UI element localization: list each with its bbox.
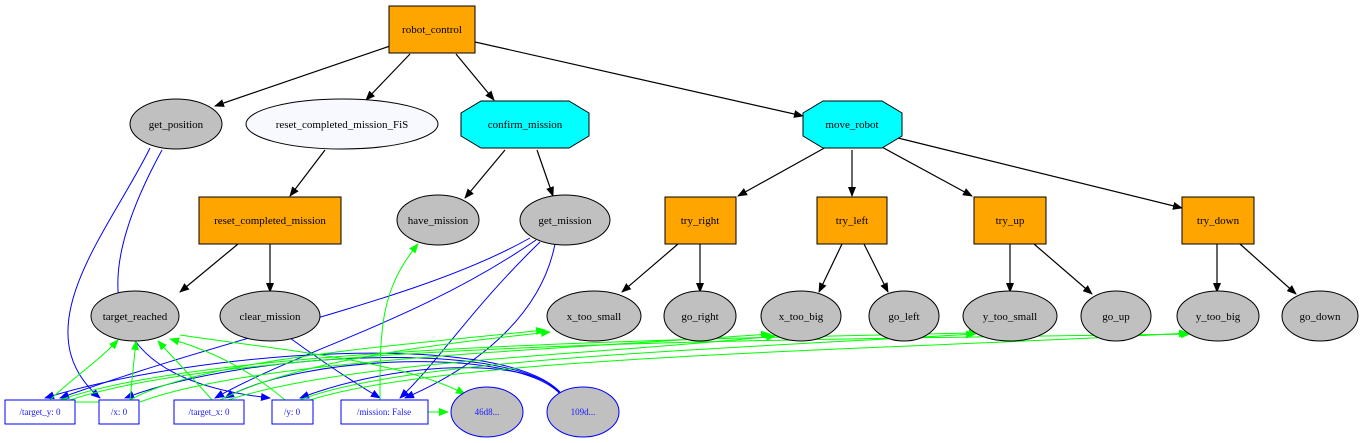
tree-edges: [179, 41, 1297, 295]
svg-text:confirm_mission: confirm_mission: [488, 119, 563, 131]
node-get_position: get_position: [129, 98, 223, 150]
edge-confirm_mission-have_mission: [464, 149, 506, 199]
edge-get_mission-target_y: [59, 237, 531, 399]
svg-text:y_too_big: y_too_big: [1196, 311, 1241, 323]
svg-text:get_mission: get_mission: [538, 215, 592, 227]
edge-109d-y: [299, 367, 565, 399]
blackboard-key-x: /x: 0: [98, 399, 140, 425]
edge-try_up-go_up: [1033, 243, 1093, 295]
edge-get_position-y: [117, 149, 271, 401]
svg-text:go_right: go_right: [681, 311, 718, 323]
svg-text:target_reached: target_reached: [103, 311, 168, 323]
svg-text:/target_y: 0: /target_y: 0: [19, 407, 61, 417]
edge-robot_control-get_position: [214, 45, 391, 107]
node-confirm_mission: confirm_mission: [460, 100, 590, 149]
edge-try_left-x_too_big: [818, 243, 843, 293]
blackboard-write-edges: [44, 147, 565, 401]
node-go_up: go_up: [1080, 290, 1152, 342]
svg-text:x_too_big: x_too_big: [779, 311, 824, 323]
edge-x-target_reached: [129, 340, 140, 401]
node-move_robot: move_robot: [802, 100, 903, 149]
edge-x-x_too_small: [129, 326, 546, 401]
svg-text:go_up: go_up: [1102, 311, 1130, 323]
blackboard-client-109d: 109d...: [546, 386, 620, 438]
svg-text:clear_mission: clear_mission: [239, 311, 301, 323]
svg-text:try_down: try_down: [1197, 215, 1240, 227]
svg-text:/mission: False: /mission: False: [357, 407, 411, 417]
svg-text:robot_control: robot_control: [402, 24, 462, 36]
edge-get_mission-target_x: [214, 239, 537, 399]
edge-robot_control-reset_fis: [365, 53, 411, 101]
edge-reset_fis-reset_completed_mission: [289, 149, 326, 197]
blackboard-key-mission: /mission: False: [340, 399, 429, 425]
edge-robot_control-confirm_mission: [455, 53, 495, 101]
edge-try_down-go_down: [1239, 243, 1297, 295]
node-robot_control: robot_control: [388, 5, 476, 54]
edge-target_y-target_reached: [49, 339, 119, 401]
node-y_too_big: y_too_big: [1176, 290, 1260, 342]
edge-move_robot-try_down: [897, 137, 1183, 210]
edge-confirm_mission-get_mission: [536, 149, 554, 197]
svg-text:move_robot: move_robot: [825, 119, 878, 131]
blackboard-client-46d8: 46d8...: [450, 386, 524, 438]
edge-get_position-x: [67, 147, 151, 399]
svg-text:y_too_small: y_too_small: [983, 311, 1037, 323]
svg-text:/target_x: 0: /target_x: 0: [188, 407, 230, 417]
svg-text:x_too_small: x_too_small: [567, 311, 621, 323]
node-reset_completed_mission: reset_completed_mission: [198, 196, 342, 245]
edge-target_x-x_too_big: [227, 332, 776, 401]
edge-y-y_too_big: [309, 329, 1189, 401]
node-try_left: try_left: [816, 196, 888, 245]
node-target_reached: target_reached: [90, 290, 180, 342]
edge-clear_mission-mission: [289, 337, 381, 399]
svg-text:46d8...: 46d8...: [475, 407, 500, 417]
node-get_mission: get_mission: [519, 194, 611, 246]
node-go_down: go_down: [1281, 290, 1359, 342]
node-x_too_small: x_too_small: [546, 290, 642, 342]
node-try_right: try_right: [664, 196, 737, 245]
svg-text:go_down: go_down: [1300, 311, 1341, 323]
edge-109d-target_y: [44, 352, 561, 400]
blackboard-key-target_x: /target_x: 0: [173, 399, 245, 425]
svg-text:109d...: 109d...: [571, 407, 596, 417]
node-clear_mission: clear_mission: [219, 290, 321, 342]
svg-text:reset_completed_mission: reset_completed_mission: [214, 215, 326, 227]
svg-text:/x: 0: /x: 0: [111, 407, 128, 417]
node-x_too_big: x_too_big: [760, 290, 842, 342]
edge-try_right-x_too_small: [621, 243, 679, 293]
svg-text:go_left: go_left: [888, 311, 919, 323]
blackboard-key-target_y: /target_y: 0: [4, 399, 76, 425]
node-y_too_small: y_too_small: [962, 290, 1058, 342]
edge-target_x-target_reached: [157, 340, 213, 401]
edge-target_reached-46d8: [179, 334, 466, 395]
node-have_mission: have_mission: [396, 194, 480, 246]
edge-target_y-y_too_small: [59, 329, 979, 401]
edge-move_robot-try_right: [737, 145, 829, 197]
svg-text:try_up: try_up: [996, 215, 1025, 227]
node-try_up: try_up: [973, 196, 1047, 245]
node-try_down: try_down: [1181, 196, 1255, 245]
svg-text:try_right: try_right: [681, 215, 720, 227]
edge-get_mission-mission-a: [399, 241, 541, 399]
edge-move_robot-try_up: [879, 145, 973, 197]
edge-109d-x: [124, 357, 561, 399]
svg-text:get_position: get_position: [149, 119, 204, 131]
svg-text:try_left: try_left: [836, 215, 868, 227]
svg-text:/y: 0: /y: 0: [284, 407, 301, 417]
node-reset_completed_mission_fis: reset_completed_mission_FiS: [245, 98, 439, 150]
edge-y-y_too_small: [299, 330, 976, 401]
edge-y-target_reached: [169, 337, 286, 401]
edge-target_x-x_too_small: [219, 328, 551, 401]
edge-try_left-go_left: [863, 243, 889, 293]
edge-robot_control-move_robot: [474, 41, 804, 118]
edge-get_mission-mission-b: [404, 243, 556, 399]
blackboard-key-y: /y: 0: [271, 399, 314, 425]
edge-mission-have_mission: [379, 243, 419, 401]
node-go_right: go_right: [663, 290, 737, 342]
svg-text:reset_completed_mission_FiS: reset_completed_mission_FiS: [276, 119, 409, 131]
edge-reset_completed_mission-target_reached: [179, 243, 239, 293]
node-go_left: go_left: [868, 290, 940, 342]
svg-text:have_mission: have_mission: [408, 215, 469, 227]
